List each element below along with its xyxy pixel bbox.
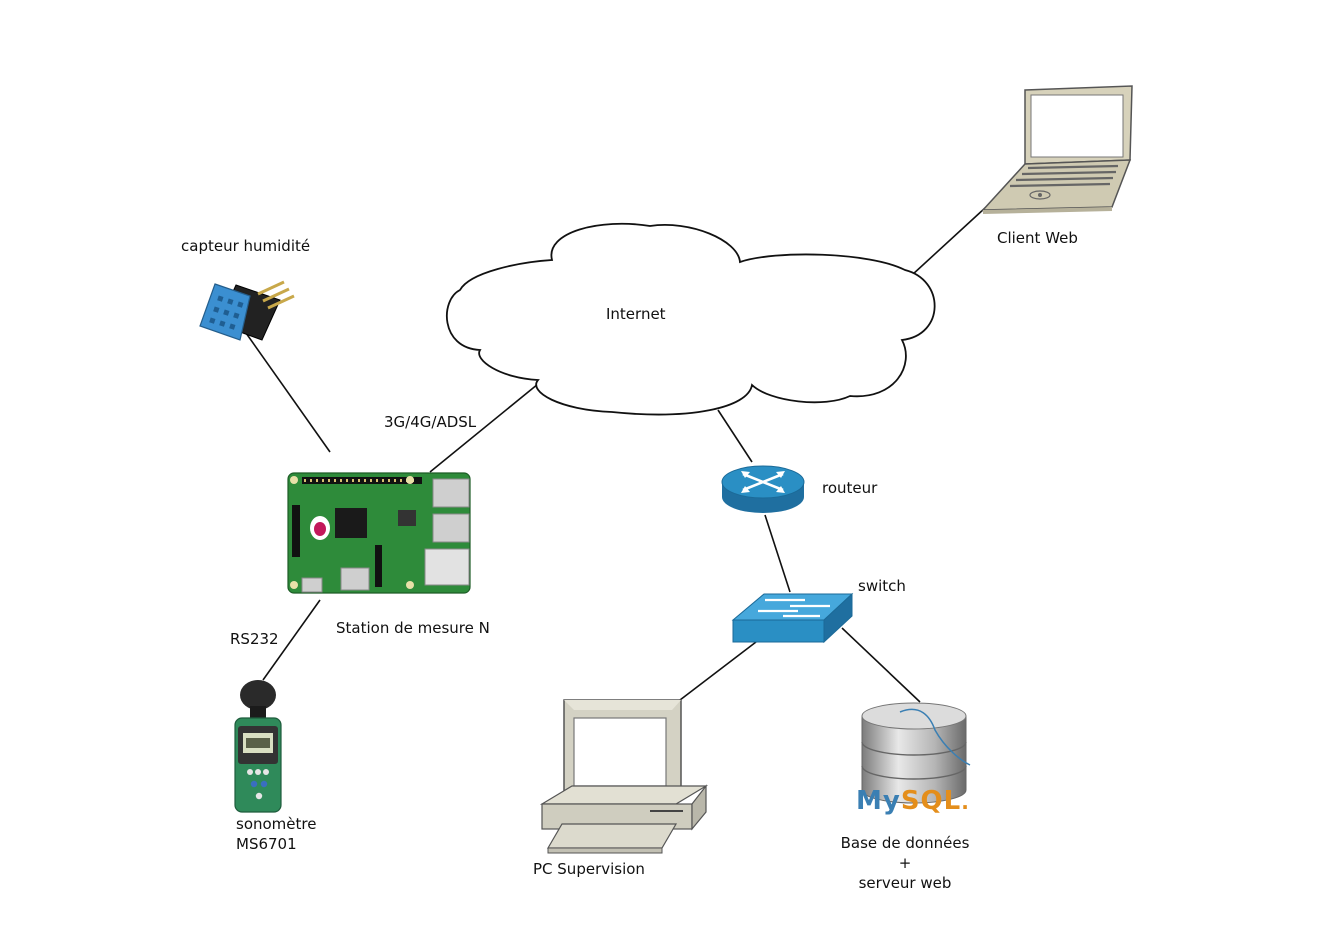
- raspberry-pi-icon: [287, 472, 471, 594]
- connections: [245, 207, 986, 703]
- laptop-icon: [981, 85, 1133, 214]
- label-rs232: RS232: [230, 630, 279, 648]
- label-internet: Internet: [606, 305, 666, 323]
- router-icon: [721, 465, 805, 513]
- label-switch: switch: [858, 577, 906, 595]
- link-sensor-station: [245, 332, 331, 453]
- mysql-logo: MySQL.: [856, 786, 970, 816]
- link-station-sonometer: [262, 599, 321, 681]
- label-db-line3: serveur web: [858, 874, 952, 892]
- link-cloud-router: [717, 409, 753, 463]
- sound-meter-icon: [234, 680, 282, 813]
- link-switch-pc: [679, 641, 757, 701]
- label-pc-supervision: PC Supervision: [533, 860, 645, 878]
- label-client-web: Client Web: [997, 229, 1078, 247]
- label-link-3g4g-adsl: 3G/4G/ADSL: [384, 413, 477, 431]
- cloud-icon: [446, 222, 936, 416]
- link-switch-db: [841, 627, 921, 703]
- label-routeur: routeur: [822, 479, 878, 497]
- link-router-switch: [764, 514, 791, 593]
- database-icon: [861, 702, 971, 804]
- label-capteur-humidite: capteur humidité: [181, 237, 311, 255]
- desktop-pc-icon: [539, 699, 709, 854]
- link-station-cloud: [429, 383, 539, 473]
- label-sonometre-model: MS6701: [236, 835, 297, 853]
- label-station: Station de mesure N: [336, 619, 490, 637]
- label-sonometre: sonomètre: [236, 815, 317, 833]
- label-db-line2: +: [898, 854, 912, 872]
- switch-icon: [731, 592, 854, 644]
- link-cloud-client: [911, 207, 986, 276]
- label-db-line1: Base de données: [840, 834, 970, 852]
- humidity-sensor-icon: [199, 280, 295, 341]
